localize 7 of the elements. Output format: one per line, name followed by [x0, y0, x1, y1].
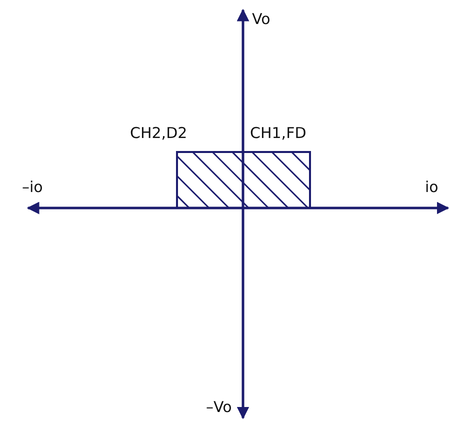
quadrant-label: CH1,FD [250, 124, 306, 142]
hatched-region [176, 151, 311, 209]
quadrant-label: CH2,D2 [130, 124, 188, 142]
axis-label: –Vo [206, 398, 232, 416]
axis-label: –io [22, 178, 43, 196]
axis-label: Vo [252, 10, 270, 28]
axis-label: io [425, 178, 438, 196]
